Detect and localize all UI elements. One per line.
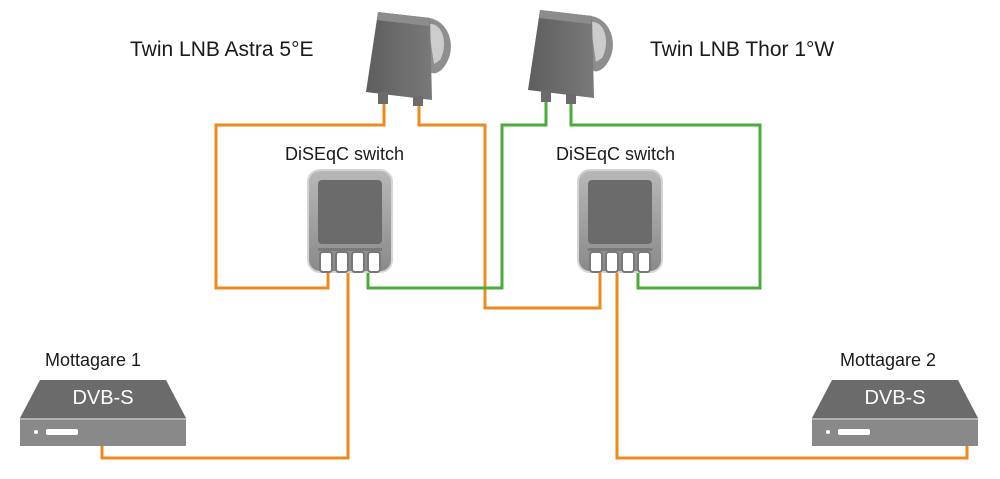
cable-switch-right-to-receiver-2 (615, 270, 969, 460)
lnb-thor-label: Twin LNB Thor 1°W (650, 38, 835, 61)
diseqc-switch-right-icon (577, 169, 663, 273)
receiver-2-label: Mottagare 2 (840, 350, 937, 370)
diseqc-switch-left-icon (307, 169, 393, 273)
cable-astra-to-switch-right (417, 103, 602, 310)
cable-thor-to-switch-left (366, 102, 548, 290)
receiver-2-screen-text: DVB-S (864, 387, 926, 409)
receiver-1-screen-text: DVB-S (72, 387, 134, 409)
receiver-1-icon (20, 380, 186, 446)
cable-astra-to-switch-left (214, 103, 386, 290)
lnb-astra-icon (366, 12, 451, 106)
lnb-astra-label: Twin LNB Astra 5°E (130, 38, 314, 61)
switch-left-label: DiSEqC switch (285, 144, 405, 164)
receiver-1-label: Mottagare 1 (45, 350, 142, 370)
switch-right-label: DiSEqC switch (556, 144, 676, 164)
cable-switch-left-to-receiver-1 (100, 270, 350, 460)
cable-thor-to-switch-right (569, 102, 762, 290)
lnb-thor-icon (528, 10, 613, 104)
receiver-2-icon (812, 380, 978, 446)
